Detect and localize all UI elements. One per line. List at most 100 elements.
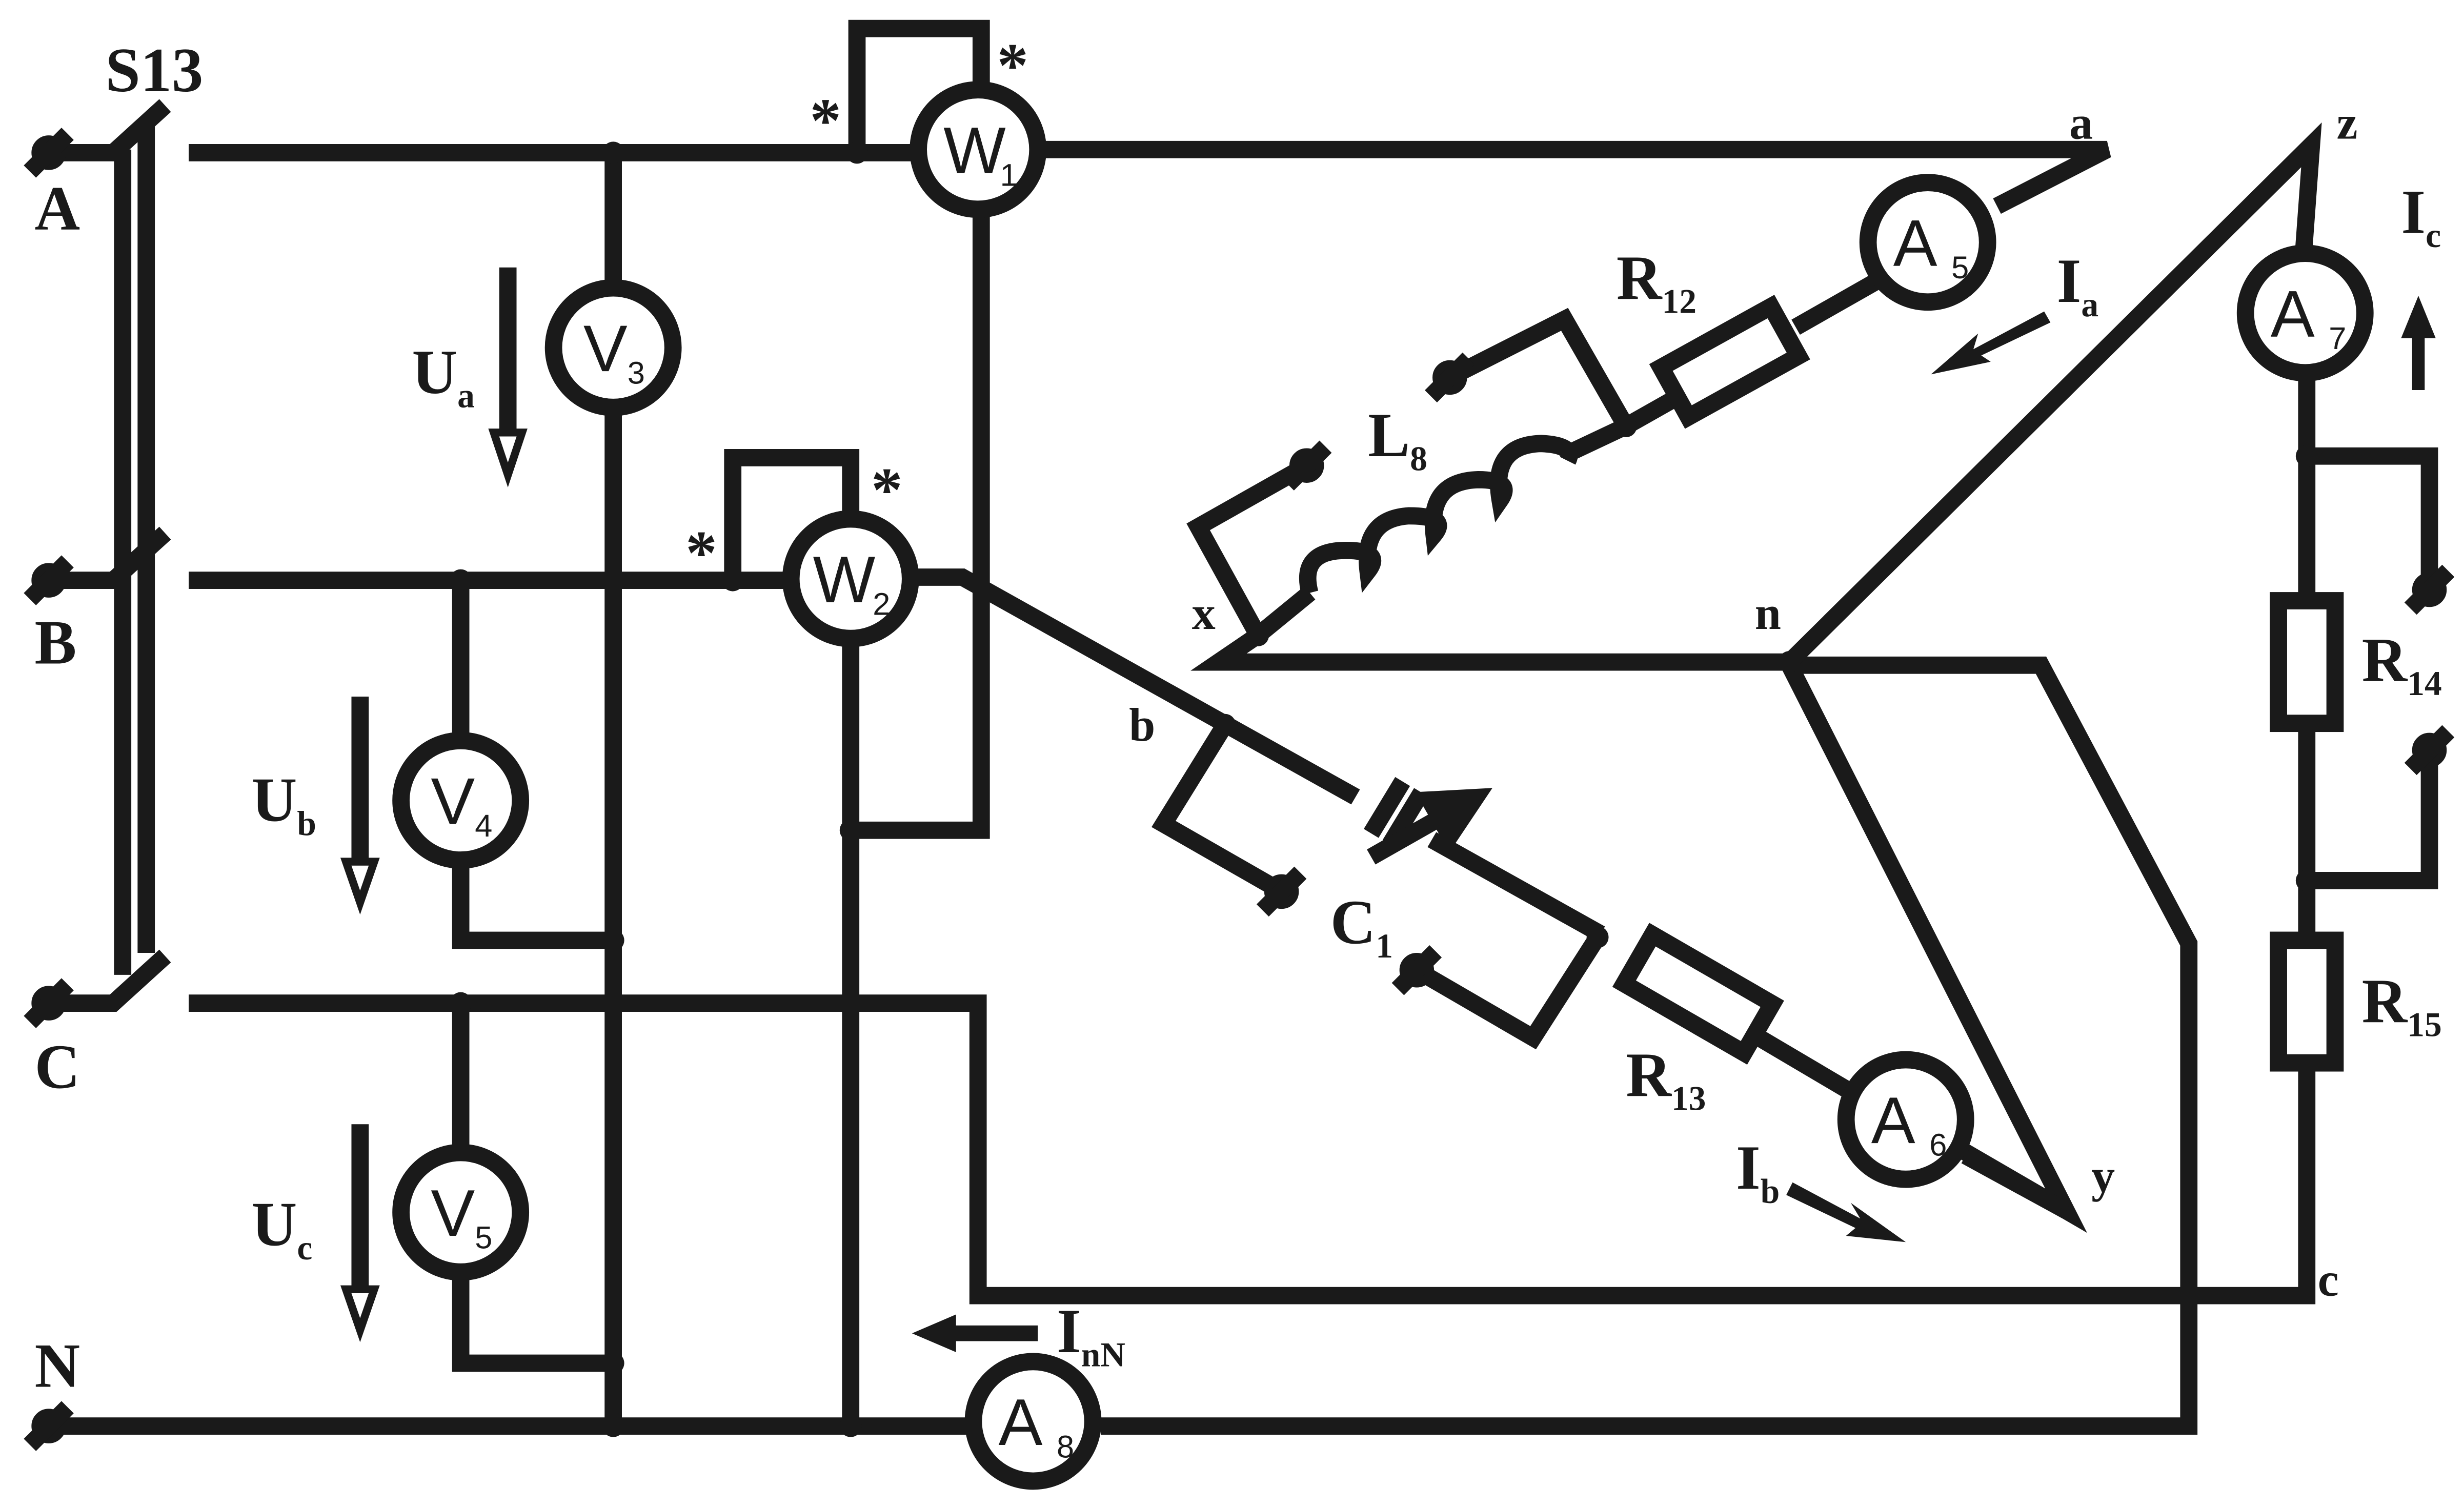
label-r13: R13 [1626, 1040, 1706, 1118]
wire-c1-bypass [1152, 720, 1286, 899]
label-star-w2-voltage: * [871, 455, 902, 525]
label-ib: Ib [1736, 1133, 1780, 1211]
svg-text:1: 1 [1000, 157, 1018, 192]
label-r14: R14 [2362, 625, 2442, 703]
label-r12: R12 [1617, 243, 1696, 321]
socket-l8-bypass [1425, 352, 1475, 403]
resistor-r15 [2270, 931, 2344, 1072]
socket-b [24, 555, 74, 605]
labels: S13 A B C N a b c n x y z * * * * R12 R1… [34, 31, 2441, 1400]
switch-s13-rod [114, 126, 155, 975]
meter-v3: V 3 [544, 279, 682, 416]
svg-text:6: 6 [1929, 1127, 1947, 1163]
socket-r14-bottom [2404, 725, 2455, 776]
label-ic: Ic [2401, 177, 2441, 255]
svg-text:2: 2 [873, 586, 890, 622]
meter-v4: V 4 [392, 732, 530, 869]
wire-w1-voltage [851, 208, 990, 839]
wire-l8-bypass [1446, 308, 1633, 431]
svg-text:3: 3 [628, 355, 645, 391]
wire-w2-loop [724, 449, 860, 581]
label-terminal-a: A [34, 174, 80, 243]
resistor-r14 [2270, 592, 2344, 732]
label-uc: Uc [252, 1189, 313, 1267]
label-l8: L8 [1368, 400, 1427, 478]
svg-text:A: A [2271, 277, 2315, 351]
label-node-x: x [1192, 587, 1216, 639]
label-node-z: z [2337, 96, 2358, 149]
label-star-w1-current: * [810, 86, 841, 155]
wire-v4 [452, 580, 614, 949]
svg-text:V: V [583, 312, 628, 385]
direction-arrows [340, 267, 2436, 1352]
svg-text:V: V [431, 764, 475, 838]
socket-l8-x [1281, 440, 1332, 491]
svg-text:A: A [999, 1385, 1043, 1459]
label-ub: Ub [252, 765, 316, 843]
label-ua: Ua [412, 337, 475, 415]
arrow-ic [2401, 295, 2436, 390]
label-star-w2-current: * [685, 518, 717, 588]
meter-a8: A 8 [964, 1353, 1102, 1490]
wire-n-to-z [1783, 122, 2322, 668]
meter-w1: W 1 [910, 81, 1047, 218]
capacitor-c1 [1349, 777, 1492, 865]
terminal-sockets [24, 128, 2455, 1451]
label-terminal-b: B [34, 608, 76, 678]
svg-text:A: A [1893, 207, 1937, 280]
junctions [450, 141, 2318, 1437]
wire-l8-to-x [1190, 586, 1790, 671]
arrow-ia [1931, 311, 2051, 375]
socket-n [24, 1401, 74, 1451]
svg-text:V: V [431, 1176, 475, 1250]
label-node-c: c [2318, 1254, 2339, 1306]
label-c1: C1 [1330, 888, 1393, 966]
meter-a7: A 7 [2236, 244, 2374, 382]
svg-text:7: 7 [2329, 320, 2346, 356]
wire-neutral [59, 656, 2198, 1435]
socket-c [24, 978, 74, 1028]
svg-text:A: A [1871, 1084, 1915, 1157]
label-r15: R15 [2362, 966, 2442, 1044]
svg-text:5: 5 [475, 1220, 492, 1255]
meter-w2: W 2 [782, 510, 919, 647]
label-s13: S13 [105, 35, 203, 105]
meter-v5: V 5 [392, 1144, 530, 1281]
inductor-l8 [1299, 435, 1578, 595]
arrow-inn [912, 1314, 1038, 1352]
svg-text:5: 5 [1951, 250, 1969, 285]
socket-c1 [1256, 866, 1307, 917]
label-node-n: n [1755, 587, 1781, 639]
socket-r13 [1391, 945, 1442, 995]
label-terminal-n: N [34, 1331, 80, 1400]
wires [49, 19, 2438, 1435]
socket-a [24, 128, 74, 178]
label-terminal-c: C [34, 1032, 80, 1102]
socket-r14-top [2404, 564, 2455, 615]
wire-v5 [452, 1003, 614, 1372]
wire-x-switch [1186, 458, 1311, 640]
meter-a5: A 5 [1859, 174, 1996, 311]
wire-r13-bypass [1412, 932, 1605, 1050]
arrow-ib [1786, 1182, 1906, 1242]
label-ia: Ia [2057, 246, 2098, 324]
resistor-r12 [1649, 295, 1810, 429]
meter-a6: A 6 [1837, 1051, 1974, 1188]
wire-load-b [1744, 1024, 2071, 1218]
label-inn: InN [1057, 1296, 1125, 1374]
wire-r14-bypass [2307, 447, 2438, 889]
label-star-w1-voltage: * [997, 31, 1028, 100]
svg-text:W: W [813, 543, 876, 617]
svg-text:W: W [943, 114, 1006, 188]
wire-phase-c [189, 994, 2316, 1305]
wire-w1-loop [848, 19, 990, 153]
svg-text:8: 8 [1057, 1429, 1074, 1464]
label-node-a: a [2069, 96, 2093, 149]
wire-phase-a [189, 140, 2111, 214]
label-node-y: y [2091, 1150, 2115, 1202]
label-node-b: b [1129, 699, 1155, 751]
resistor-r13 [1612, 923, 1784, 1065]
svg-text:4: 4 [475, 808, 492, 843]
